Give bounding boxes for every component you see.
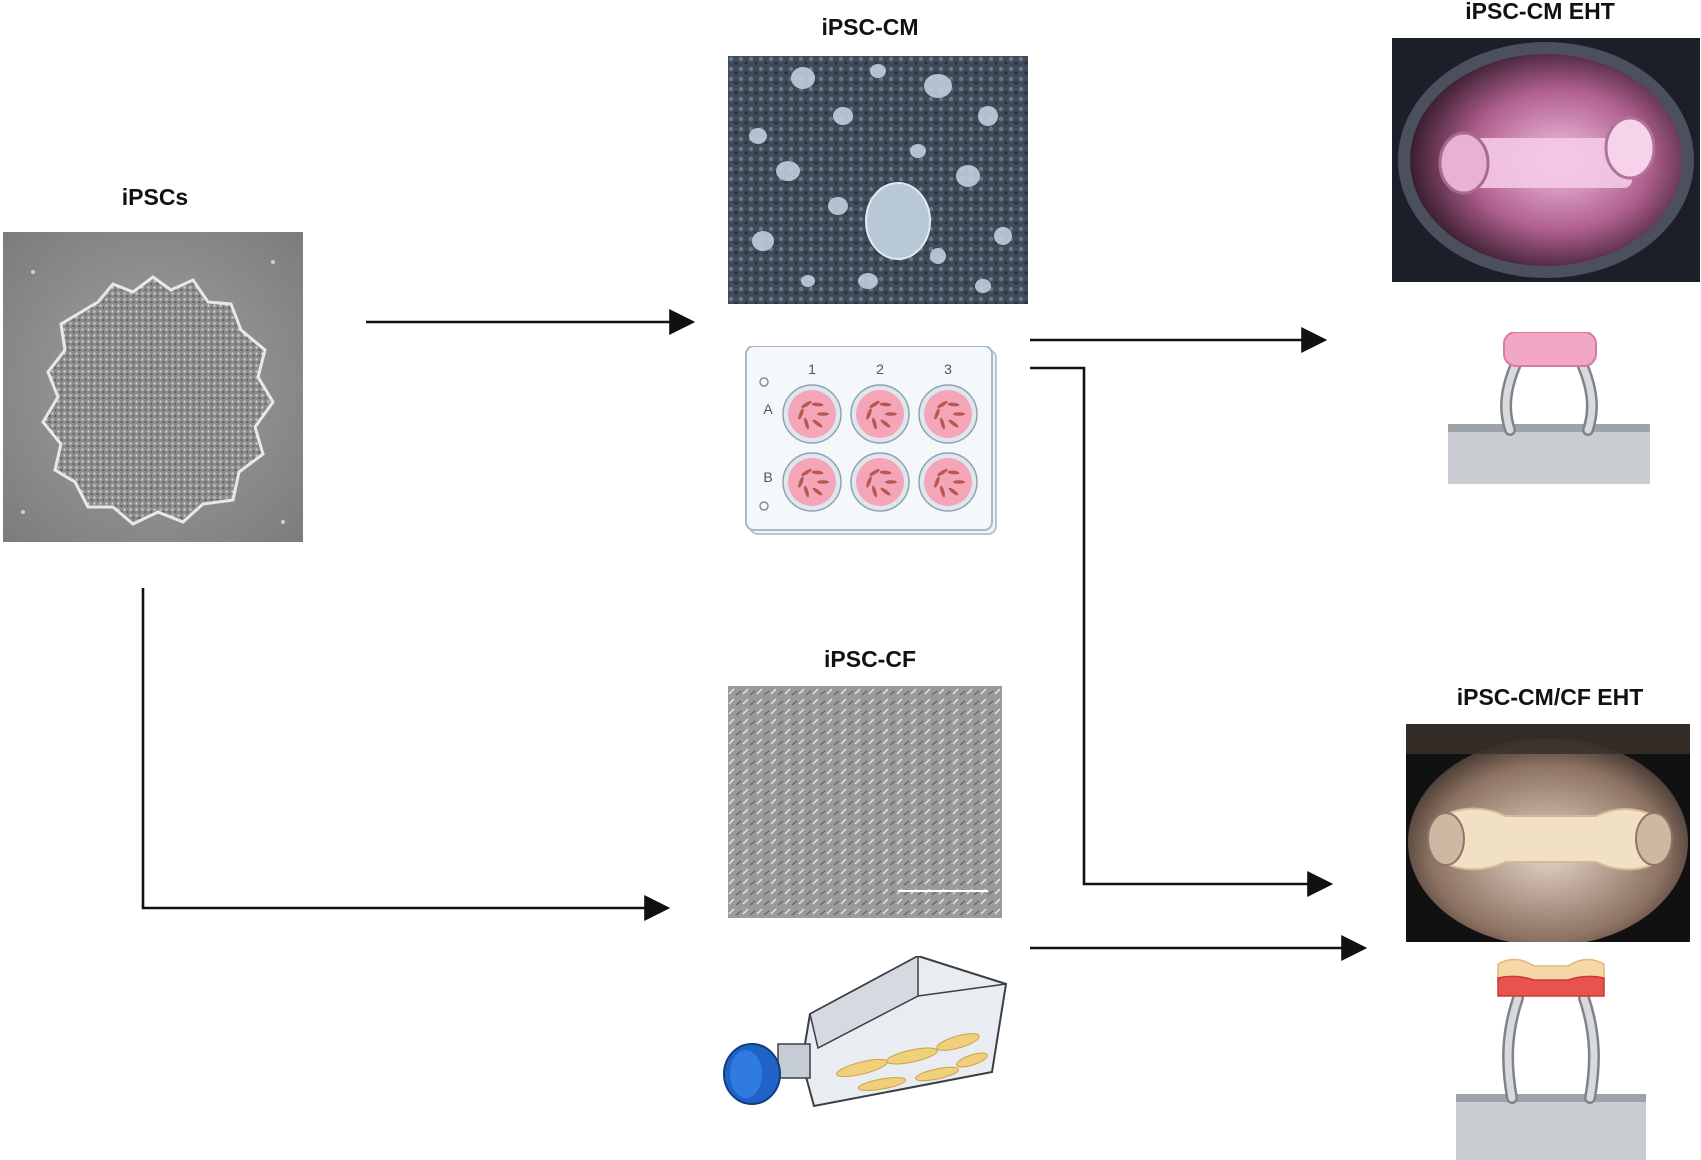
plate-cell — [948, 419, 959, 428]
plate-cell — [869, 400, 880, 409]
plate-cell — [801, 468, 812, 477]
plate-cell — [817, 480, 829, 484]
plate-cell — [866, 408, 872, 420]
plate-cell — [811, 470, 824, 475]
plate-cell — [879, 402, 892, 407]
plate-cell — [885, 412, 897, 416]
plate-cell — [811, 402, 824, 407]
plate-well-medium — [788, 390, 836, 438]
plate-cell — [947, 402, 960, 407]
plate-cell — [885, 480, 897, 484]
plate-cell — [953, 480, 965, 484]
plate-cell — [947, 470, 960, 475]
ipsc-cm-eht-photo — [1392, 38, 1700, 282]
plate-cell — [880, 419, 891, 428]
plate-cell — [934, 476, 940, 488]
plate-cell — [934, 408, 940, 420]
ipsc-cm-micrograph — [728, 56, 1028, 304]
plate-row-label: B — [763, 469, 772, 485]
plate-cell — [948, 487, 959, 496]
plate-cell — [801, 400, 812, 409]
plate-cell — [872, 417, 877, 430]
plate-cell — [798, 476, 804, 488]
plate-well-medium — [924, 390, 972, 438]
plate-cell — [869, 468, 880, 477]
plate-well-medium — [788, 458, 836, 506]
ipsc-cf-title: iPSC-CF — [824, 646, 916, 672]
plate-cell — [817, 412, 829, 416]
plate-row-label: A — [763, 401, 773, 417]
plate-column-label: 3 — [944, 361, 952, 377]
ipscs-title: iPSCs — [121, 184, 189, 210]
ipsc-cm-cf-eht-title: iPSC-CM/CF EHT — [1456, 684, 1644, 710]
plate-cell — [812, 487, 823, 496]
plate-cell — [937, 400, 948, 409]
plate-cell — [937, 468, 948, 477]
plate-column-label: 1 — [808, 361, 816, 377]
cm-eht-holder-illustration — [1448, 331, 1650, 484]
plate-well-medium — [924, 458, 972, 506]
plate-cell — [879, 470, 892, 475]
plate-cell — [798, 408, 804, 420]
arrow-ipscs-to-cf — [141, 588, 671, 921]
plate-column-label: 2 — [876, 361, 884, 377]
plate-well-medium — [856, 458, 904, 506]
plate-cell — [812, 419, 823, 428]
plate-cell — [940, 417, 945, 430]
plate-cell — [872, 485, 877, 498]
ipsc-colony-micrograph — [3, 232, 303, 542]
plate-cell — [804, 485, 809, 498]
six-well-plate-illustration: 1 2 3 A B — [744, 345, 1000, 538]
ipsc-cm-eht-title: iPSC-CM EHT — [1465, 0, 1615, 24]
ipsc-cf-micrograph — [728, 686, 1002, 918]
plate-cell — [940, 485, 945, 498]
plate-cell — [804, 417, 809, 430]
arrow-cm-to-cmcf-eht — [1030, 366, 1334, 897]
plate-cell — [880, 487, 891, 496]
plate-cell — [866, 476, 872, 488]
ipsc-cm-title: iPSC-CM — [821, 14, 919, 40]
plate-cell — [953, 412, 965, 416]
culture-flask-illustration — [722, 954, 1018, 1116]
plate-well-medium — [856, 390, 904, 438]
ipsc-cm-cf-eht-photo — [1406, 724, 1690, 942]
cm-cf-eht-holder-illustration — [1456, 954, 1646, 1160]
